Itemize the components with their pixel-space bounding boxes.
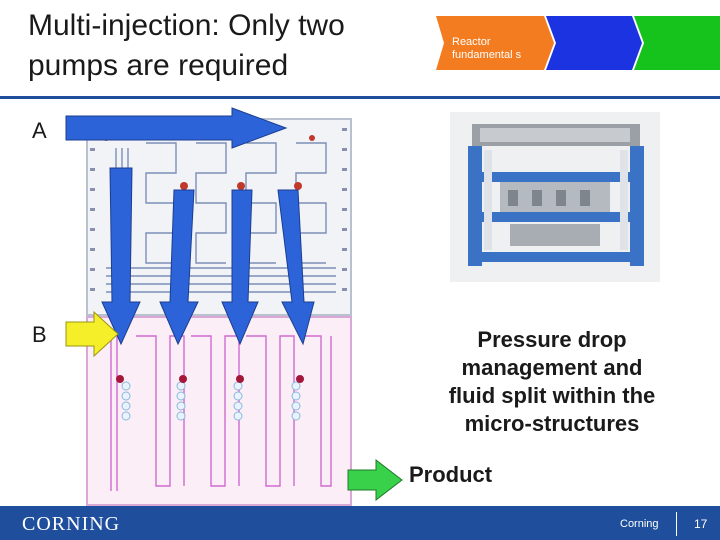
page-number: 17 (694, 517, 708, 531)
description-line-4: micro-structures (464, 411, 640, 436)
arrow-down-4 (277, 189, 315, 346)
chevron-step-1-label: Reactor fundamental s (452, 36, 522, 61)
corning-logo: CORNING (22, 513, 121, 535)
arrow-down-3 (221, 189, 259, 346)
arrow-down-2 (159, 189, 199, 346)
chevron-step-3 (634, 16, 720, 70)
arrow-down-1 (101, 167, 141, 346)
arrow-a-inlet (65, 107, 288, 149)
arrow-product-outlet (347, 458, 403, 502)
title-line-2: pumps are required (28, 49, 289, 82)
description-text: Pressure drop management and fluid split… (420, 326, 684, 438)
chevron-step-1 (436, 16, 554, 70)
description-line-3: fluid split within the (448, 383, 656, 408)
arrow-b-inlet (65, 310, 119, 358)
chevron-step-2 (546, 16, 642, 70)
slide-title: Multi-injection: Only two pumps are requ… (28, 6, 408, 86)
label-b: B (32, 322, 47, 347)
process-chevron-bar (436, 16, 720, 70)
footer-bar: CORNING Corning 17 (0, 506, 720, 540)
label-a: A (32, 118, 47, 143)
product-label: Product (409, 462, 493, 487)
title-divider (0, 96, 720, 99)
reactor-photo (450, 112, 660, 282)
footer-separator (676, 512, 677, 536)
description-line-1: Pressure drop (477, 327, 627, 352)
title-line-1: Multi-injection: Only two (28, 9, 345, 42)
description-line-2: management and (461, 355, 643, 380)
footer-company: Corning (620, 518, 659, 530)
lower-microreactor-plate (86, 316, 352, 506)
